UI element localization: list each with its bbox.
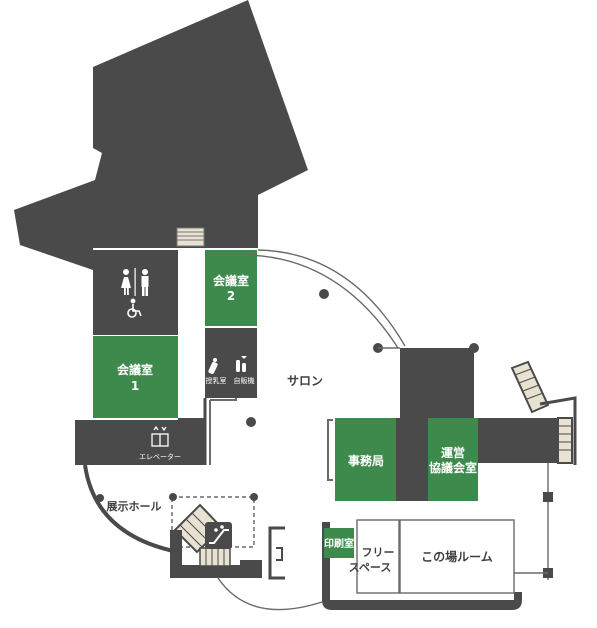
meeting-room-2[interactable] [205, 250, 257, 326]
council-room[interactable] [428, 418, 478, 501]
print-room-label: 印刷室 [324, 537, 354, 550]
council-room-name-2: 協議会室 [429, 460, 477, 475]
vending-machine-icon [236, 356, 247, 372]
council-room-name-1: 運営 [441, 445, 465, 460]
elevator-icon [151, 425, 169, 447]
meeting-room-2-number: 2 [227, 289, 235, 303]
meeting-room-1[interactable] [93, 336, 178, 418]
kono-ba-room[interactable] [399, 519, 515, 594]
nursing-room-label: 授乳室 [206, 376, 227, 385]
exhibition-hall-label: 展示ホール [106, 500, 162, 513]
restroom-icon [121, 268, 149, 296]
office-label: 事務局 [348, 453, 384, 468]
meeting-room-1-name: 会議室 [117, 362, 153, 377]
salon-curve [247, 254, 399, 349]
elevator-block [75, 420, 178, 465]
bottom-arc [217, 577, 323, 611]
nursing-room-icon [208, 358, 218, 375]
print-room[interactable] [324, 528, 354, 558]
kono-ba-room-label: この場ルーム [421, 549, 493, 564]
vending-machine-label: 自販機 [234, 376, 255, 385]
escalator-area [170, 503, 262, 578]
central-dark-block [400, 348, 474, 418]
exhibition-curve [83, 464, 179, 554]
right-dark-block [478, 418, 558, 463]
meeting-room-1-number: 1 [131, 379, 139, 393]
free-space-label-2: スペース [349, 561, 392, 574]
top-stairs [176, 227, 205, 247]
free-space-label-1: フリー [362, 546, 395, 559]
salon-label: サロン [287, 374, 323, 388]
free-space-room[interactable] [356, 519, 400, 594]
upper-dark-block [14, 0, 308, 270]
right-stairs [510, 360, 573, 464]
office-room[interactable] [335, 418, 396, 501]
bottom-outer-wall [322, 522, 522, 610]
elevator-label: エレベーター [139, 452, 181, 461]
wheelchair-icon [127, 298, 142, 318]
corridor-wall [178, 418, 205, 465]
pillar [246, 417, 256, 427]
escalator-icon [205, 522, 232, 549]
meeting-room-2-name: 会議室 [213, 273, 249, 288]
